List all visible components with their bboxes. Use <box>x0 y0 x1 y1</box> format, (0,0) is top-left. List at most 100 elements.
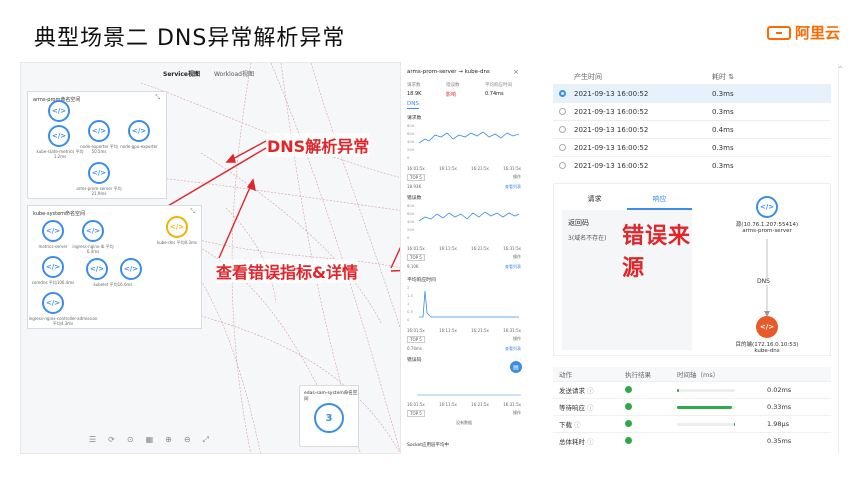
table-row: 下载 ⓘ 1.98μs <box>553 415 831 432</box>
row-radio[interactable] <box>559 108 566 115</box>
top-n-select[interactable]: TOP 5 <box>407 174 425 181</box>
zoom-out-icon[interactable]: ⊖ <box>183 435 191 444</box>
y-tick: 200 <box>407 147 415 152</box>
tab-workload-view[interactable]: Workload视图 <box>213 71 254 78</box>
service-node-arms-prom-server-2[interactable]: </> <box>88 162 110 184</box>
collapse-icon[interactable]: ⤡ <box>155 94 160 101</box>
column-header-time[interactable]: 产生时间 <box>574 73 602 81</box>
help-icon[interactable]: ⓘ <box>587 404 594 412</box>
column-header-result: 执行结果 <box>625 371 651 379</box>
x-tick: 16:21:5x <box>471 166 489 171</box>
destination-service-label: 目的端(172.16.0.10:53) kube-dns <box>735 342 799 354</box>
op-label: 操作 <box>513 254 521 259</box>
service-node-control-plane[interactable]: </> <box>120 258 142 280</box>
source-service-label: 源(10.76.1.207:55414) arms-prom-server <box>735 222 799 234</box>
collapse-icon[interactable]: ⤡ <box>190 208 195 215</box>
service-node-kube-state-metrics[interactable]: </> <box>48 125 70 147</box>
table-row: 总体耗时 ⓘ 0.35ms <box>553 432 831 449</box>
row-radio[interactable] <box>559 144 566 151</box>
row-radio[interactable] <box>559 90 566 97</box>
tab-response[interactable]: 响应 <box>627 190 692 210</box>
service-node-ingress-controller[interactable]: </> <box>42 292 64 314</box>
view-list-link[interactable]: 查看列表 <box>505 346 521 351</box>
metric-value: 0.74ms <box>485 91 504 97</box>
namespace-kube-system[interactable]: kube-system命名空间 ⤡ </> metrics-server </>… <box>27 205 202 329</box>
cell-time: 2021-09-13 16:00:52 <box>574 143 649 152</box>
zoom-reset-icon[interactable]: ⟳ <box>108 435 115 444</box>
error-code-chart <box>417 394 521 396</box>
x-tick: 16:01:5x <box>407 328 425 333</box>
destination-service[interactable]: </> 目的端(172.16.0.10:53) kube-dns <box>722 316 812 354</box>
service-node-node-exporter[interactable]: </> <box>88 120 110 142</box>
view-list-link[interactable]: 查看列表 <box>505 264 521 269</box>
service-node-node-gpu-exporter[interactable]: </> <box>128 120 150 142</box>
tab-dns[interactable]: DNS <box>407 101 419 109</box>
list-icon[interactable]: ☰ <box>89 435 97 444</box>
logo-text: 阿里云 <box>794 24 840 42</box>
service-node-coredns[interactable]: </> <box>42 256 64 278</box>
fullscreen-icon[interactable]: ⤢ <box>202 435 209 444</box>
sort-icon[interactable]: ⇅ <box>728 73 735 81</box>
namespace-edas-sam-system[interactable]: edas-sam-system命名空间 3 <box>299 385 359 447</box>
view-list-link[interactable]: 查看列表 <box>505 184 521 189</box>
return-code-value: 3(域名不存在) <box>568 235 607 242</box>
tab-service-view[interactable]: Service视图 <box>163 71 200 78</box>
node-label: arms-prom-server 平均21.9ms <box>76 186 122 196</box>
scroll-up-icon[interactable]: ^ <box>838 66 844 73</box>
scrollbar[interactable]: ^ <box>838 64 843 454</box>
action-time: 0.33ms <box>767 403 792 411</box>
success-icon <box>625 402 632 410</box>
aliyun-logo-icon <box>766 25 791 40</box>
action-name: 等待响应 ⓘ <box>553 402 625 412</box>
top-n-select[interactable]: TOP 5 <box>407 254 425 261</box>
service-node-kubelet[interactable]: </> <box>86 258 108 280</box>
fit-icon[interactable]: ⊙ <box>126 435 134 444</box>
table-header: 动作 执行结果 时间轴（ms） <box>553 367 831 381</box>
y-tick: 600 <box>407 131 415 136</box>
help-icon[interactable]: ⓘ <box>587 438 594 446</box>
table-header: 产生时间 耗时 ⇅ <box>553 70 831 84</box>
help-icon[interactable]: ⓘ <box>574 421 581 429</box>
x-tick: 16:21:5x <box>471 402 489 407</box>
metric-label: 请求数 <box>407 83 421 88</box>
latency-sparkline: 2 1.5 1 0.5 0 <box>407 285 519 322</box>
y-tick: 600 <box>407 211 415 216</box>
close-icon[interactable]: × <box>513 68 519 76</box>
top-n-select[interactable]: TOP 5 <box>407 410 425 417</box>
panel-menu-button[interactable]: ▤ <box>510 361 522 373</box>
timeline-cell <box>677 388 767 392</box>
zoom-in-icon[interactable]: ⊕ <box>165 435 172 444</box>
service-node-kube-dns[interactable]: </> <box>166 216 188 238</box>
service-icon: </> <box>756 196 778 218</box>
action-name: 发送请求 ⓘ <box>553 385 625 395</box>
service-node-arms-prom-server[interactable]: </> <box>48 100 70 122</box>
service-node-metrics-server[interactable]: </> <box>42 220 64 242</box>
help-icon[interactable]: ⓘ <box>587 387 594 395</box>
action-name-text: 发送请求 <box>559 387 585 395</box>
timeline-track <box>677 405 735 409</box>
success-icon <box>625 385 632 393</box>
column-header-duration[interactable]: 耗时 ⇅ <box>712 72 772 82</box>
row-radio[interactable] <box>559 162 566 169</box>
top-n-select[interactable]: TOP 5 <box>407 336 425 343</box>
tab-request[interactable]: 请求 <box>587 195 602 203</box>
timeline-cell <box>677 422 767 426</box>
service-count-badge[interactable]: 3 <box>314 403 344 433</box>
node-label: ingress-nginx-controller-admission 平均4.3… <box>28 316 98 326</box>
row-radio[interactable] <box>559 126 566 133</box>
service-node-ingress-nginx-lb[interactable]: </> <box>82 220 104 242</box>
cell-duration: 0.3ms <box>712 107 734 116</box>
source-service[interactable]: </> 源(10.76.1.207:55414) arms-prom-serve… <box>722 196 812 234</box>
annotation-error-source: 错误来源 <box>622 224 692 281</box>
namespace-arms-prom[interactable]: arms-prom命名空间 ⤡ </> </> kube-state-metri… <box>27 91 167 199</box>
y-tick: 400 <box>407 139 415 144</box>
view-tabs: Service视图 Workload视图 <box>163 69 254 78</box>
layout-icon[interactable]: ▦ <box>145 435 154 444</box>
